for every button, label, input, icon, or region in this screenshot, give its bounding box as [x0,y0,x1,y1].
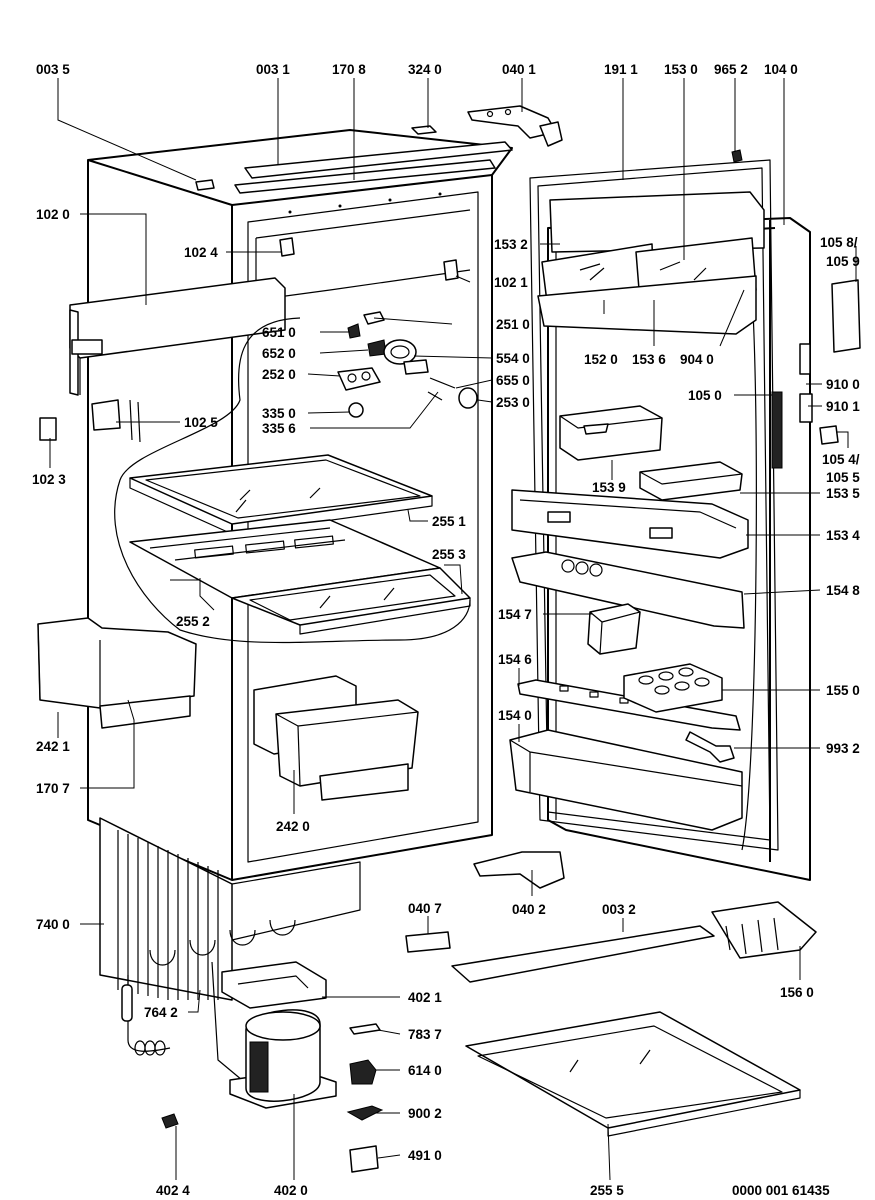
part-label-1550: 155 0 [826,683,860,698]
part-label-9652: 965 2 [714,62,748,77]
part-label-9932: 993 2 [826,741,860,756]
part-label-7837: 783 7 [408,1027,442,1042]
part-label-2552: 255 2 [176,614,210,629]
part-label-1535: 153 5 [826,486,860,501]
part-label-3350: 335 0 [262,406,296,421]
part-label-1539: 153 9 [592,480,626,495]
part-label-1708: 170 8 [332,62,366,77]
part-label-1040: 104 0 [764,62,798,77]
part-label-5540: 554 0 [496,351,530,366]
part-label-1911: 191 1 [604,62,638,77]
crisper-drawer [253,675,419,801]
door-side-parts [731,149,861,445]
door-shelf-upper [511,489,749,559]
part-label-1532: 153 2 [494,237,528,252]
part-label-1050: 105 0 [688,388,722,403]
part-label-2520: 252 0 [262,367,296,382]
cutaway-outline [114,317,471,644]
door-compartment-upper [537,191,765,335]
part-label-6510: 651 0 [262,325,296,340]
part-label-1560: 156 0 [780,985,814,1000]
part-label-9040: 904 0 [680,352,714,367]
drip-tray [711,901,817,959]
part-label-2420: 242 0 [276,819,310,834]
part-label-4024: 402 4 [156,1183,190,1198]
part-label-1536: 153 6 [632,352,666,367]
butter-dish [559,405,663,461]
bottom-hinge [473,851,565,889]
bottle-shelf [509,729,743,831]
part-label-4910: 491 0 [408,1148,442,1163]
part-label-1058: 105 8/ [820,235,858,250]
plinth-cover [451,925,715,983]
evaporator-flap [69,277,286,396]
part-label-9100: 910 0 [826,377,860,392]
part-label-9101: 910 1 [826,399,860,414]
condenser [99,817,361,1001]
part-label-6140: 614 0 [408,1063,442,1078]
part-label-1055: 105 5 [826,470,860,485]
part-label-1530: 153 0 [664,62,698,77]
part-label-3356: 335 6 [262,421,296,436]
drawing-reference-number: 0000 001 61435 [732,1183,830,1198]
part-label-6550: 655 0 [496,373,530,388]
small-door-part [685,731,735,763]
glass-shelf-upper [129,454,433,535]
part-label-3240: 324 0 [408,62,442,77]
part-label-0407: 040 7 [408,901,442,916]
egg-holder [587,603,641,655]
part-number-labels: 003 5 003 1 170 8 324 0 040 1 191 1 153 … [32,62,860,1198]
freezer-bin [37,617,197,729]
part-label-1054: 105 4/ [822,452,860,467]
part-label-0402: 040 2 [512,902,546,917]
part-label-1547: 154 7 [498,607,532,622]
part-label-0035: 003 5 [36,62,70,77]
part-label-0032: 003 2 [602,902,636,917]
thermostat-assembly [337,311,478,418]
glass-shelf-bottom [465,1011,801,1137]
part-label-2551: 255 1 [432,514,466,529]
part-label-4021: 402 1 [408,990,442,1005]
part-label-1520: 152 0 [584,352,618,367]
part-label-0401: 040 1 [502,62,536,77]
door-shelf-middle [511,551,745,629]
part-label-1023: 102 3 [32,472,66,487]
part-label-4020: 402 0 [274,1183,308,1198]
part-label-6520: 652 0 [262,346,296,361]
part-label-1540: 154 0 [498,708,532,723]
part-label-1546: 154 6 [498,652,532,667]
top-hinge [467,105,563,147]
part-label-1548: 154 8 [826,583,860,598]
part-label-7642: 764 2 [144,1005,178,1020]
top-covers [195,125,513,194]
part-label-1534: 153 4 [826,528,860,543]
part-label-1024: 102 4 [184,245,218,260]
compressor [211,961,337,1109]
part-label-1025: 102 5 [184,415,218,430]
bottle-retainer [517,679,741,731]
part-label-2421: 242 1 [36,739,70,754]
part-label-2530: 253 0 [496,395,530,410]
glass-shelf-lower [129,519,471,635]
part-label-2510: 251 0 [496,317,530,332]
base-plate [405,931,451,953]
part-label-1021: 102 1 [494,275,528,290]
part-label-1059: 105 9 [826,254,860,269]
small-box [639,461,743,501]
part-label-2553: 255 3 [432,547,466,562]
egg-tray [623,663,723,713]
part-label-7400: 740 0 [36,917,70,932]
small-wall-parts [39,237,459,443]
capillary-coil [121,975,171,1056]
part-label-1707: 170 7 [36,781,70,796]
part-label-2555: 255 5 [590,1183,624,1198]
part-label-0031: 003 1 [256,62,290,77]
part-label-9002: 900 2 [408,1106,442,1121]
leader-lines [49,78,857,1181]
part-label-1020: 102 0 [36,207,70,222]
